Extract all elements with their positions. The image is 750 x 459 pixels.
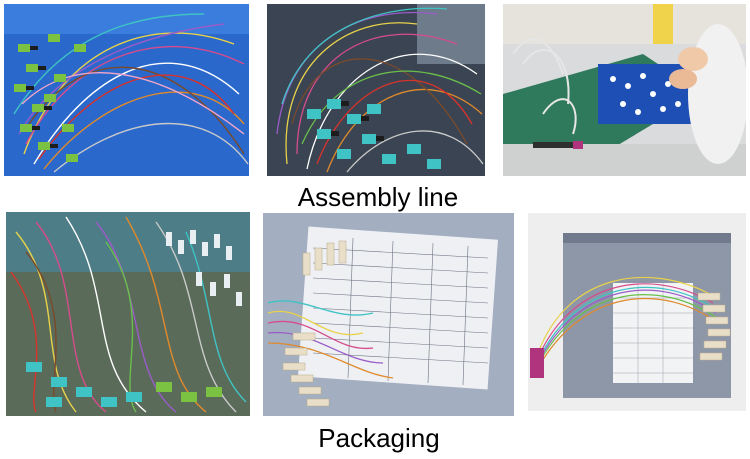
packaging-photo-3 xyxy=(528,213,746,411)
packaging-photo-1 xyxy=(6,212,250,416)
assembly-photo-2 xyxy=(267,4,485,176)
packaging-caption: Packaging xyxy=(318,423,440,453)
assembly-photo-3 xyxy=(503,4,746,176)
assembly-photo-1 xyxy=(4,4,249,176)
packaging-photo-2 xyxy=(263,213,514,416)
assembly-line-caption: Assembly line xyxy=(297,182,459,212)
